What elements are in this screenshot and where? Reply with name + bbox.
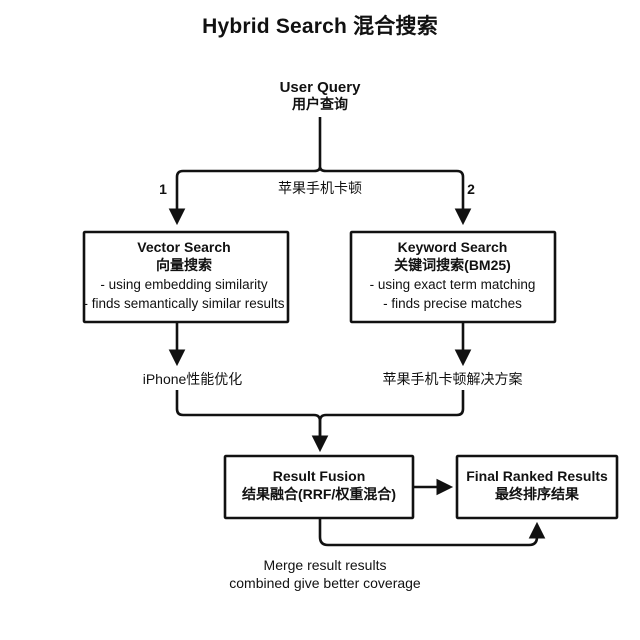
branch-label-2: 2 — [467, 181, 475, 197]
edge-vector-to-fusion — [175, 390, 329, 453]
vector-search-bullet-1: - using embedding similarity — [100, 277, 268, 292]
branch-label-1: 1 — [159, 181, 167, 197]
keyword-search-title-en: Keyword Search — [397, 239, 508, 255]
footer-note-line-2: combined give better coverage — [229, 575, 421, 591]
page-title: Hybrid Search 混合搜索 — [202, 15, 438, 38]
keyword-output-label: 苹果手机卡顿解决方案 — [382, 371, 523, 387]
vector-search-title-en: Vector Search — [137, 239, 231, 255]
footer-note-line-1: Merge result results — [263, 557, 387, 573]
keyword-search-bullet-2: - finds precise matches — [383, 296, 522, 311]
keyword-search-bullet-1: - using exact term matching — [369, 277, 536, 292]
vector-output-label: iPhone性能优化 — [142, 371, 243, 387]
result-fusion-box[interactable] — [223, 454, 415, 520]
final-results-title-zh: 最终排序结果 — [495, 486, 579, 502]
query-edge-label: 苹果手机卡顿 — [278, 180, 362, 196]
final-results-box[interactable] — [455, 454, 619, 520]
vector-search-box[interactable] — [82, 230, 290, 324]
result-fusion-title-en: Result Fusion — [272, 468, 366, 484]
user-query-label-zh: 用户查询 — [292, 96, 348, 112]
edge-keyword-to-fusion — [318, 390, 465, 449]
edge-fusion-merge-loop — [318, 518, 546, 547]
user-query-label-en: User Query — [279, 79, 361, 96]
final-results-title-en: Final Ranked Results — [466, 468, 608, 484]
keyword-search-box[interactable] — [349, 230, 557, 324]
keyword-search-title-zh: 关键词搜索(BM25) — [394, 257, 511, 273]
result-fusion-title-zh: 结果融合(RRF/权重混合) — [242, 486, 396, 502]
vector-search-bullet-2: - finds semantically similar results — [83, 296, 285, 311]
vector-search-title-zh: 向量搜索 — [156, 257, 212, 273]
edge-query-to-keyword — [318, 166, 472, 226]
